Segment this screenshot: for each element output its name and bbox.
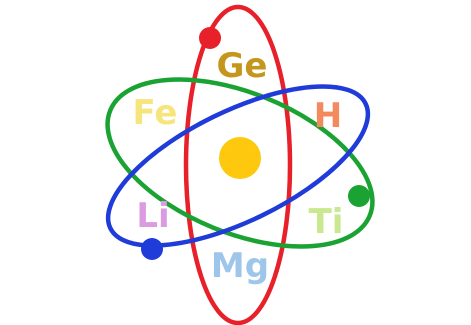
element-label-fe: Fe — [133, 93, 178, 133]
element-label-ti: Ti — [309, 202, 344, 242]
electron-green — [348, 185, 370, 207]
element-label-h: H — [314, 96, 342, 136]
electron-blue — [141, 238, 163, 260]
element-label-ge: Ge — [217, 46, 268, 86]
nucleus — [219, 137, 261, 179]
element-label-mg: Mg — [211, 246, 269, 286]
element-label-li: Li — [136, 196, 169, 236]
